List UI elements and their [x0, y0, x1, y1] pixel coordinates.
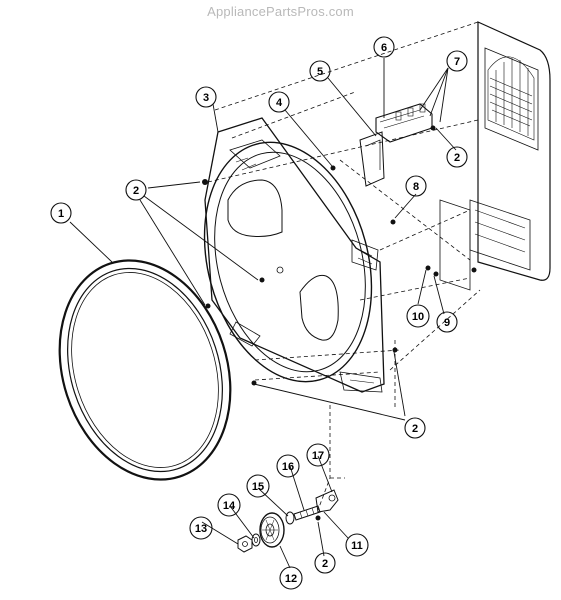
front-bulkhead: [203, 117, 385, 393]
callout-2: 2: [446, 146, 468, 168]
callout-4: 4: [268, 91, 290, 113]
callout-17: 17: [306, 443, 330, 467]
callout-6: 6: [373, 36, 395, 58]
svg-text:2: 2: [412, 423, 418, 435]
svg-text:7: 7: [454, 56, 460, 68]
callout-14: 14: [217, 493, 241, 517]
callout-13: 13: [189, 516, 213, 540]
svg-text:1: 1: [58, 208, 64, 220]
roller-wheel-12: [259, 512, 285, 548]
callout-2: 2: [125, 179, 147, 201]
callout-10: 10: [406, 304, 430, 328]
svg-text:2: 2: [322, 558, 328, 570]
callout-8: 8: [405, 175, 427, 197]
callout-15: 15: [246, 474, 270, 498]
svg-text:10: 10: [412, 311, 424, 323]
nut-13: [237, 535, 253, 553]
svg-text:17: 17: [312, 450, 324, 462]
svg-text:4: 4: [276, 97, 283, 109]
washer-14: [251, 533, 261, 547]
svg-text:2: 2: [133, 185, 139, 197]
roller-assembly: [237, 489, 339, 553]
svg-text:15: 15: [252, 481, 264, 493]
callout-5: 5: [309, 60, 331, 82]
svg-text:13: 13: [195, 523, 207, 535]
callout-12: 12: [279, 566, 303, 590]
svg-text:2: 2: [454, 152, 460, 164]
callouts: 1 2 2 2 2 3 4 5: [50, 36, 468, 590]
callout-1: 1: [50, 202, 72, 224]
callout-9: 9: [436, 311, 458, 333]
svg-text:12: 12: [285, 573, 297, 585]
callout-2: 2: [314, 552, 336, 574]
callout-16: 16: [276, 454, 300, 478]
door-seal-ring: [58, 259, 232, 481]
svg-text:5: 5: [317, 66, 323, 78]
leader-lines: [69, 58, 457, 569]
cabinet-housing: [439, 21, 551, 291]
svg-text:14: 14: [223, 500, 236, 512]
svg-text:9: 9: [444, 317, 450, 329]
alignment-lines: [207, 21, 481, 511]
watermark: AppliancePartsPros.com: [207, 4, 354, 19]
callout-2: 2: [404, 417, 426, 439]
vent-grille: [487, 56, 535, 141]
roller-bracket-17: [315, 489, 339, 513]
svg-text:8: 8: [413, 181, 419, 193]
svg-text:3: 3: [203, 92, 209, 104]
svg-text:11: 11: [351, 540, 363, 552]
callout-11: 11: [345, 533, 369, 557]
svg-text:6: 6: [381, 42, 387, 54]
svg-text:16: 16: [282, 461, 294, 473]
washer-15: [285, 511, 295, 525]
screws: [202, 125, 477, 521]
callout-7: 7: [446, 50, 468, 72]
callout-3: 3: [195, 86, 217, 108]
